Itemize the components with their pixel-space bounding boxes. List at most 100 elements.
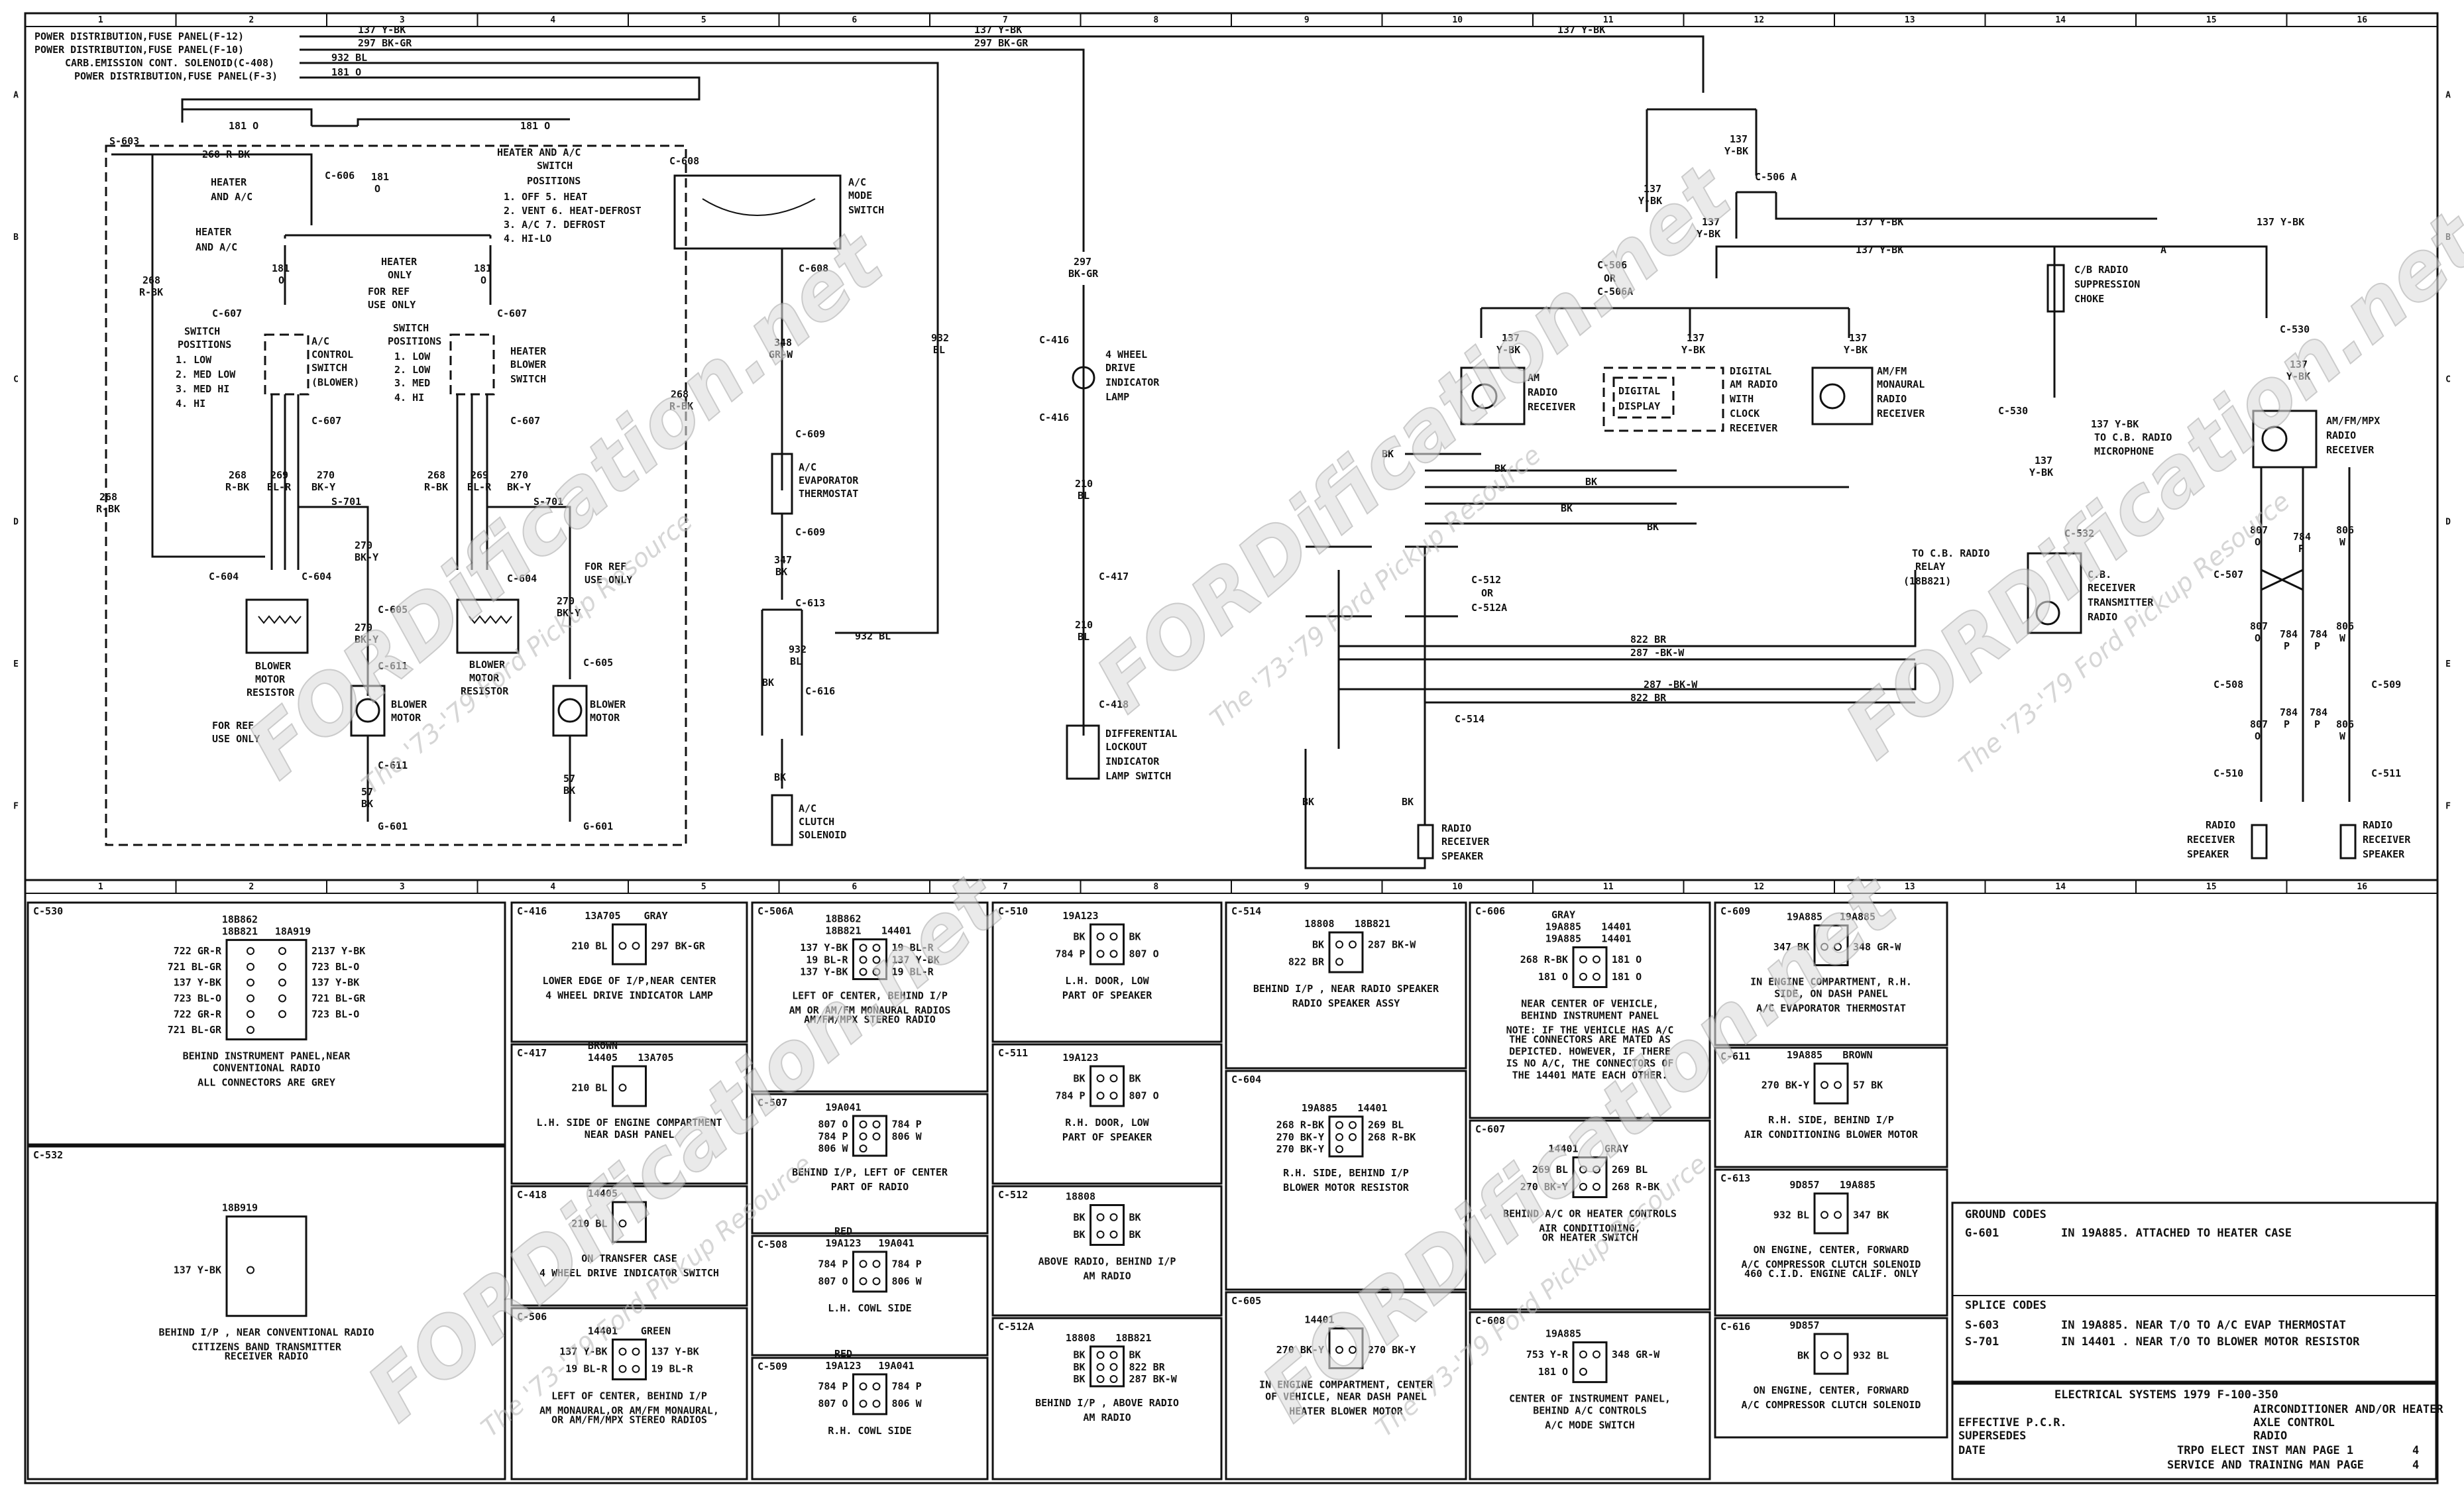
pin-label-c512a: 287 BK-W	[1129, 1373, 1178, 1385]
heater-ac-label-4: AND A/C	[196, 241, 237, 253]
pin-label-c604: 269 BL	[1368, 1119, 1404, 1131]
panel-c416	[510, 901, 748, 1043]
wire-137-label-a: 137 Y-BK	[358, 24, 406, 36]
part-label-c606: 19A885	[1545, 933, 1581, 945]
pin-label-c530: 721 BL-GR	[311, 992, 366, 1004]
connector-body-c605	[1328, 1327, 1364, 1370]
part-label-c506a: 18B821	[825, 925, 861, 937]
switch-output-wires	[270, 394, 488, 570]
speaker-r-1: RADIO	[2363, 819, 2392, 831]
c416-top: C-416	[1039, 334, 1069, 346]
panel-codes	[1951, 1201, 2437, 1383]
pin-label-c507: 807 O	[818, 1119, 848, 1131]
c609-bottom: C-609	[795, 526, 825, 538]
heater-only-label-2: ONLY	[388, 269, 412, 281]
radio-speaker-box	[1417, 824, 1434, 860]
part-label-c605: 14401	[1304, 1314, 1334, 1326]
grid-col-label: 16	[2357, 882, 2367, 892]
pin-label-c604: 270 BK-Y	[1276, 1131, 1324, 1143]
pin-label-c418: 210 BL	[571, 1217, 607, 1229]
amfm-mono-1: AM/FM	[1877, 365, 1907, 377]
view-title-c506: C-506	[517, 1311, 547, 1323]
view-title-c532: C-532	[33, 1149, 63, 1161]
pin-label-c605: 270 BK-Y	[1276, 1344, 1324, 1356]
connector-body-c512	[1090, 1204, 1125, 1246]
w270-mid-2: BK-Y	[355, 551, 378, 563]
pin-label-c506a: 19 BL-R	[892, 942, 934, 954]
w297-v-2: BK-GR	[1068, 268, 1099, 280]
pin-label-c510: 784 P	[1055, 948, 1085, 960]
connector-pin	[872, 1382, 881, 1391]
wd-lamp-3: INDICATOR	[1105, 376, 1160, 388]
connector-pin	[859, 1382, 868, 1391]
pin-label-c512a: BK	[1073, 1361, 1085, 1373]
speaker-l-box	[2251, 824, 2268, 860]
wd-lamp-2: DRIVE	[1105, 362, 1135, 374]
connector-pin	[1349, 940, 1357, 949]
blower-resistor-left-1: BLOWER	[255, 660, 292, 672]
w137-r-6: Y-BK	[1697, 228, 1720, 240]
connector-pin	[1349, 1345, 1357, 1354]
title-subject-3: RADIO	[2253, 1429, 2287, 1443]
connector-body-c506	[612, 1338, 647, 1380]
diff-lockout-2: LOCKOUT	[1105, 741, 1147, 753]
location-c607: BEHIND A/C OR HEATER CONTROLS	[1503, 1208, 1677, 1220]
pin-label-c508: 806 W	[892, 1275, 923, 1287]
connector-pin	[1096, 1362, 1105, 1371]
location-c507: BEHIND I/P, LEFT OF CENTER	[792, 1166, 948, 1178]
pin-label-c530: 723 BL-O	[174, 992, 221, 1004]
fan-speed-right-1: 1. LOW	[394, 351, 431, 362]
note-c532: CITIZENS BAND TRANSMITTER	[192, 1341, 342, 1353]
panel-c532	[27, 1145, 506, 1480]
view-title-c508: C-508	[757, 1239, 787, 1250]
w784-1: 784	[2293, 531, 2311, 543]
connector-pin	[859, 944, 868, 952]
ac-clutch-box	[771, 794, 793, 846]
pin-label-c607: 269 BL	[1532, 1164, 1568, 1176]
clutch-solenoid-3: SOLENOID	[799, 829, 846, 841]
connector-pin	[1109, 932, 1118, 941]
radio-speaker-2: RECEIVER	[1441, 836, 1490, 848]
view-title-c514: C-514	[1231, 905, 1261, 917]
part-label-c508: RED	[834, 1225, 852, 1237]
ac-control-switch-box	[264, 333, 309, 396]
view-title-c510: C-510	[998, 905, 1028, 917]
panel-c508	[751, 1235, 989, 1357]
view-title-c512a: C-512A	[998, 1321, 1034, 1333]
connector-pin	[247, 1266, 254, 1274]
bk-r-5: BK	[1647, 521, 1659, 533]
w210-b-1: 210	[1075, 619, 1093, 631]
grid-col-label: 12	[1754, 882, 1764, 892]
amfm-mono-speaker	[1819, 383, 1846, 410]
part-label-c506a: 18B862	[825, 913, 861, 925]
codes-block: GROUND CODES G-601 IN 19A885. ATTACHED T…	[1965, 1208, 2360, 1349]
w806-1: 806	[2336, 524, 2354, 536]
bk-ac-2: BK	[774, 771, 786, 783]
c608-bottom: C-608	[799, 262, 828, 274]
blower-motor-right-2: MOTOR	[590, 712, 620, 724]
connector-body-c530	[225, 938, 308, 1040]
note-c605: HEATER BLOWER MOTOR	[1289, 1406, 1404, 1417]
evap-thermostat-1: A/C	[799, 461, 816, 473]
blower-ground-wires	[366, 736, 571, 822]
splice-codes-title: SPLICE CODES	[1965, 1299, 2046, 1312]
grid-col-label: 8	[1153, 15, 1158, 25]
w822-b: 822 BR	[1630, 692, 1667, 704]
cb-relay-3: (18B821)	[1903, 575, 1951, 587]
w932-lower-label: 932 BL	[855, 630, 891, 642]
part-label-c507: 19A041	[825, 1101, 861, 1113]
connector-pin	[1335, 940, 1343, 949]
view-title-c507: C-507	[757, 1097, 787, 1109]
fan-speed-right-3: 3. MED	[394, 377, 430, 389]
location-c416: LOWER EDGE OF I/P,NEAR CENTER	[543, 975, 717, 987]
part-label-c416: 13A705	[585, 910, 620, 922]
c607-label-right: C-607	[497, 307, 527, 319]
note-c606: THE 14401 MATE EACH OTHER.	[1512, 1070, 1668, 1082]
grid-col-label: 7	[1003, 15, 1008, 25]
view-title-c605: C-605	[1231, 1295, 1261, 1307]
speaker-drop	[1304, 749, 1426, 869]
w270-l-2: BK-Y	[311, 481, 335, 493]
blower-resistor-right-3: RESISTOR	[461, 685, 509, 697]
c611-bottom: C-611	[378, 759, 408, 771]
diff-lockout-box	[1066, 724, 1100, 780]
